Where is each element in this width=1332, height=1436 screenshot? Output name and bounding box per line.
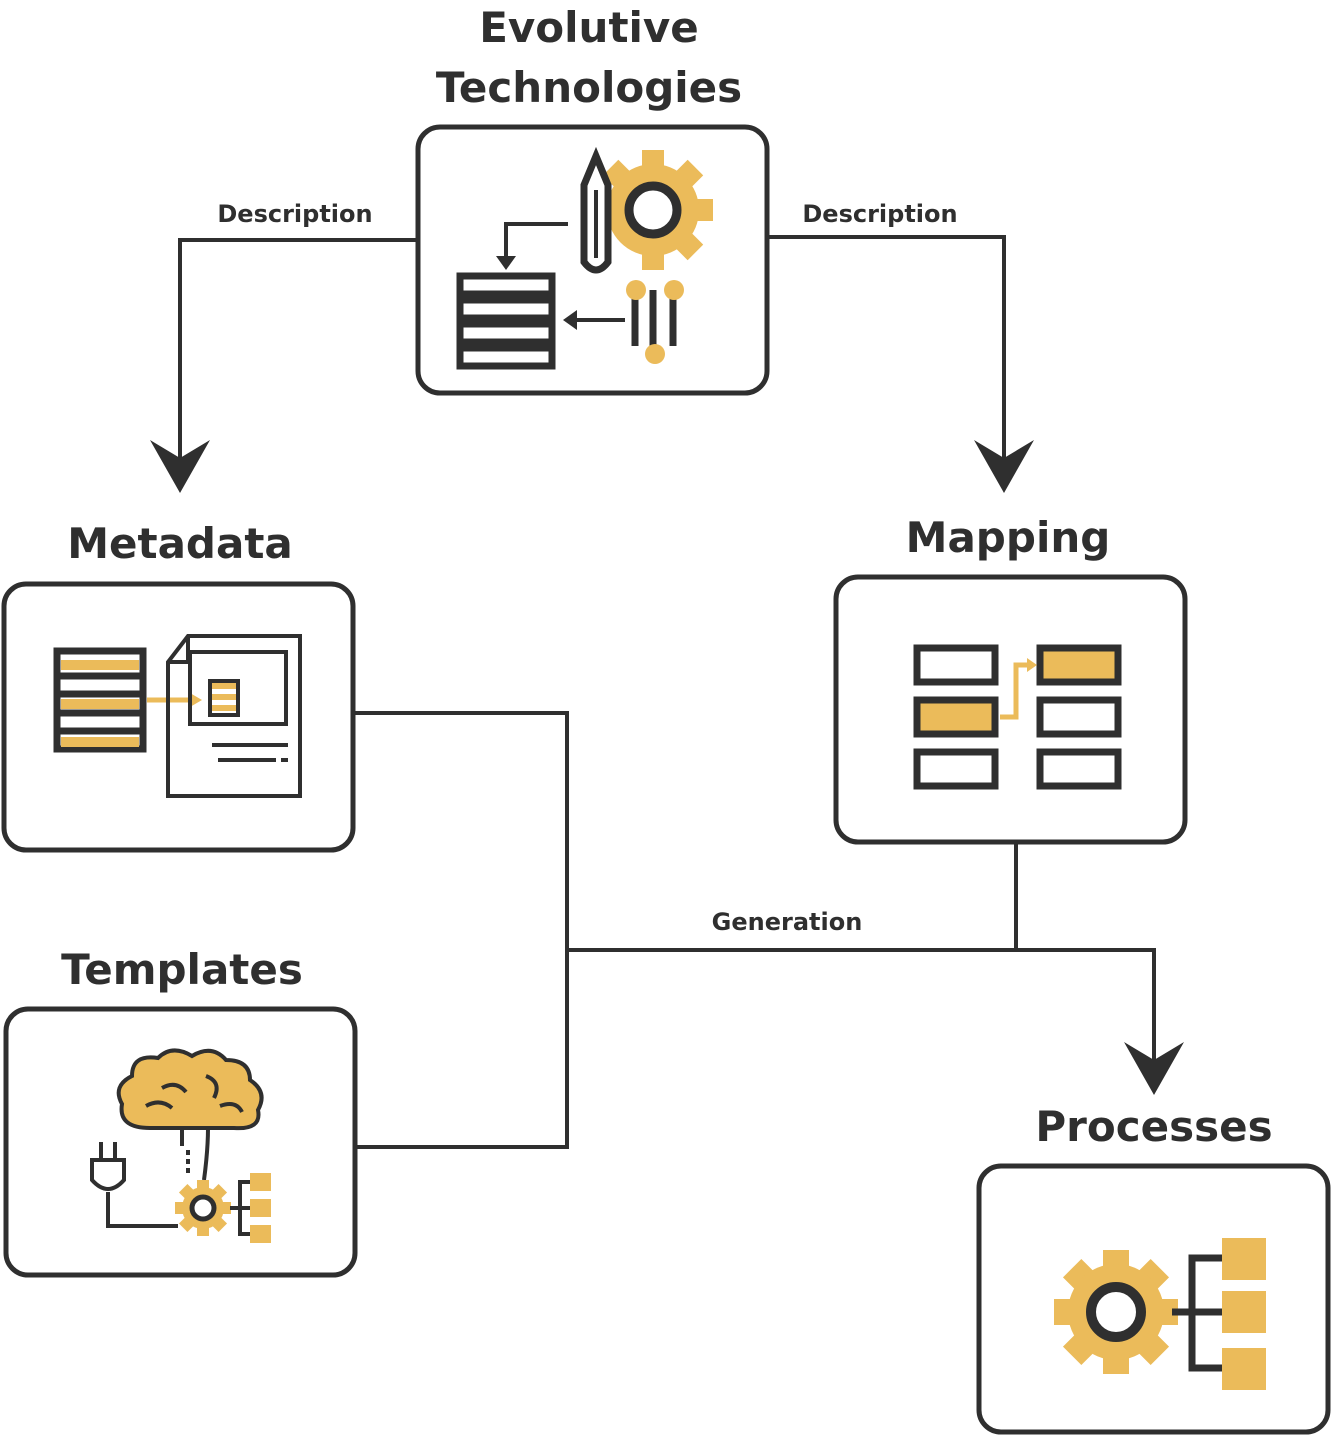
node-processes: Processes (976, 1102, 1331, 1435)
node-templates: Templates (3, 945, 358, 1278)
database-document-icon (53, 634, 302, 798)
edge-label-generation: Generation (712, 908, 863, 936)
arrowhead-processes (1124, 1042, 1184, 1095)
node-title-metadata: Metadata (67, 519, 293, 568)
brain-plug-gear-icon (90, 1048, 271, 1243)
edge-metadata-junction (354, 711, 569, 1149)
node-box-mapping (833, 574, 1188, 845)
edge-label-description-right: Description (802, 200, 957, 228)
node-title-processes: Processes (1035, 1102, 1272, 1151)
edge-generation (567, 948, 1156, 1070)
node-mapping: Mapping (833, 513, 1188, 845)
node-metadata: Metadata (1, 519, 356, 853)
edge-evolutive-metadata (178, 238, 418, 470)
arrowhead-metadata (150, 440, 210, 493)
gear-hierarchy-icon (1054, 1238, 1266, 1390)
connectors (150, 235, 1184, 1149)
node-title-evolutive-line2: Technologies (436, 63, 742, 112)
edge-evolutive-mapping (767, 235, 1006, 470)
gear-pencil-database-icon (456, 146, 713, 370)
node-title-mapping: Mapping (906, 513, 1111, 562)
mapping-table-icon (913, 644, 1122, 790)
arrowhead-mapping (974, 440, 1034, 493)
node-evolutive-technologies: Evolutive Technologies (415, 3, 770, 396)
node-title-templates: Templates (61, 945, 303, 994)
node-title-evolutive-line1: Evolutive (479, 3, 699, 52)
edge-label-description-left: Description (217, 200, 372, 228)
